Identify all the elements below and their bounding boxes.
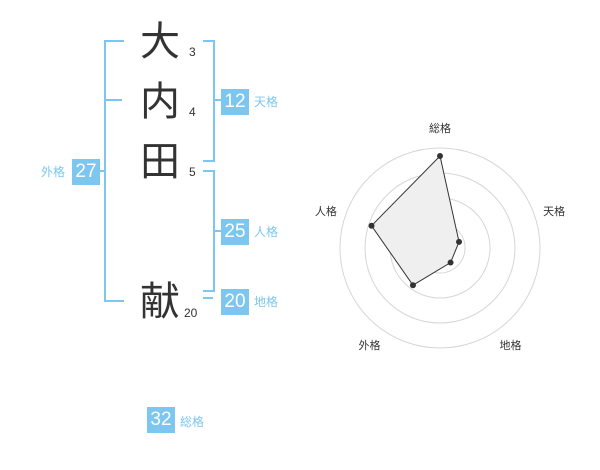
jinkaku-value: 25 [221, 219, 249, 245]
chikaku-bracket [203, 297, 213, 299]
gaikaku-connector [98, 170, 104, 172]
chikaku-value: 20 [221, 289, 249, 315]
radar-point-5 [368, 222, 375, 229]
surname-char-1-strokes: 3 [189, 45, 196, 59]
tenkaku-value: 12 [221, 89, 249, 115]
gaikaku-label: 外格 [41, 165, 66, 179]
given-char-1-strokes: 20 [184, 306, 198, 320]
tenkaku-connector [213, 99, 221, 101]
radar-point-2 [456, 238, 463, 245]
radar-axis-label-2: 天格 [543, 204, 565, 218]
tenkaku-label: 天格 [254, 95, 279, 109]
radar-point-3 [447, 259, 454, 266]
surname-char-3-strokes: 5 [189, 165, 196, 179]
radar-axis-label-3: 地格 [500, 338, 522, 352]
soukaku-value: 32 [147, 407, 175, 433]
given-char-1: 献 [140, 279, 180, 325]
jinkaku-label: 人格 [254, 225, 279, 239]
gaikaku-bracket [104, 40, 124, 302]
jinkaku-connector [213, 230, 221, 232]
soukaku-label: 総格 [180, 415, 205, 429]
gaikaku-value: 27 [72, 159, 100, 185]
radar-axis-label-4: 外格 [358, 338, 380, 352]
surname-char-2: 内 [140, 79, 180, 125]
radar-series-polygon [370, 154, 460, 286]
radar-point-4 [409, 282, 416, 289]
radar-axis-label-1: 総格 [429, 121, 451, 135]
gaikaku-bracket-tick [104, 99, 122, 101]
surname-char-2-strokes: 4 [189, 105, 196, 119]
tenkaku-bracket [203, 40, 215, 162]
radar-point-1 [437, 153, 443, 159]
surname-char-1: 大 [140, 19, 180, 65]
chikaku-label: 地格 [254, 295, 279, 309]
surname-char-3: 田 [140, 139, 180, 185]
radar-axis-label-5: 人格 [315, 204, 337, 218]
radar-points [368, 153, 463, 289]
radar-ring-4 [339, 147, 541, 349]
